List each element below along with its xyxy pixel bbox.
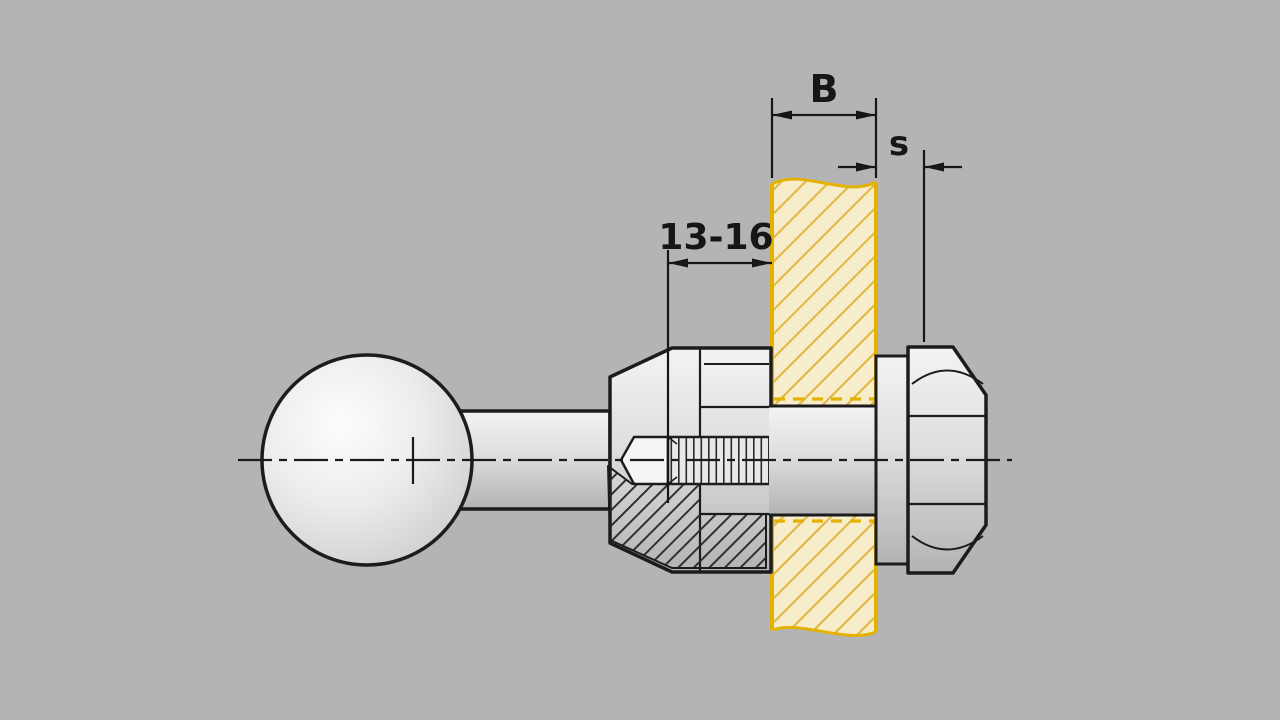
dimension-thread-depth-label: 13-16	[658, 217, 773, 258]
dimension-s-label: s	[889, 124, 909, 164]
collar-section-hatch	[607, 465, 767, 569]
nut-chamfer-arc-bottom	[911, 535, 984, 551]
panel-break-edge-top	[771, 177, 877, 189]
hex-nut	[906, 345, 988, 575]
dimension-b-arrow-right	[856, 110, 876, 120]
thread-chamfer-bottom	[667, 476, 678, 485]
nut-body	[906, 345, 988, 575]
dimension-thread-depth-arrow-right	[752, 258, 772, 268]
dimension-b: B	[770, 67, 878, 178]
panel-break-edge-bottom	[771, 625, 877, 637]
dimension-b-label: B	[810, 67, 839, 111]
dimension-s: s	[838, 124, 962, 342]
dimension-b-arrow-left	[772, 110, 792, 120]
dimension-s-arrow-right	[924, 162, 944, 172]
dimension-thread-depth: 13-16	[658, 217, 774, 503]
nut-chamfer-arc-top	[911, 369, 984, 385]
dimension-s-arrow-left	[856, 162, 876, 172]
centerline	[238, 437, 1012, 484]
thread-chamfer-top	[667, 436, 678, 445]
dimension-thread-depth-arrow-left	[668, 258, 688, 268]
